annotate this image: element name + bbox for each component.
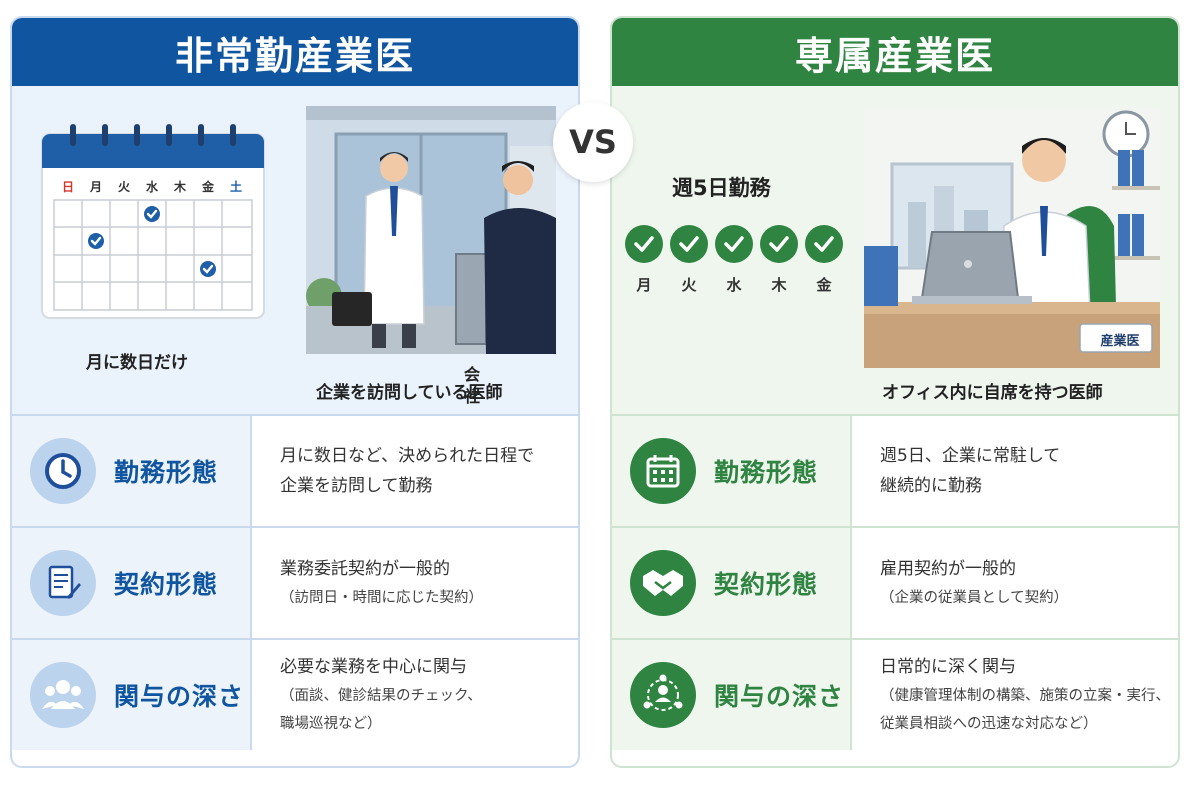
row-note: （企業の従業員として契約） [880, 590, 1069, 606]
row-involvement: 関与の深さ 必要な業務を中心に関与 （面談、健診結果のチェック、 職場巡視など） [12, 638, 578, 750]
row-label: 関与の深さ [114, 682, 245, 711]
row-description: 月に数日など、決められた日程で 企業を訪問して勤務 [280, 446, 535, 496]
weekday-mon: 月 [636, 276, 652, 294]
row-label: 勤務形態 [114, 458, 219, 487]
row-contract: 契約形態 業務委託契約が一般的 （訪問日・時間に応じた契約） [12, 526, 578, 638]
full-time-title: 専属産業医 [612, 18, 1178, 86]
weekday-thu: 木 [771, 276, 787, 294]
full-time-comparison-rows: 勤務形態 週5日、企業に常駐して 継続的に勤務 契約形態 雇用契約が一般的 （企… [612, 414, 1178, 750]
row-description: 必要な業務を中心に関与 [280, 657, 467, 677]
row-description: 日常的に深く関与 [880, 657, 1016, 677]
row-contract: 契約形態 雇用契約が一般的 （企業の従業員として契約） [612, 526, 1178, 638]
calendar-day-wed: 水 [145, 180, 158, 194]
row-note: （面談、健診結果のチェック、 職場巡視など） [280, 688, 482, 732]
clock-icon [30, 438, 96, 504]
calendar-day-mon: 月 [89, 180, 102, 194]
weekday-checks [625, 225, 843, 263]
handshake-icon [630, 550, 696, 616]
full-time-illustration: 週5日勤務 月 火 水 木 金 [612, 86, 1178, 414]
row-label: 勤務形態 [714, 458, 819, 487]
calendar-day-fri: 金 [201, 180, 214, 194]
calendar-day-thu: 木 [173, 180, 186, 194]
office-visit-illustration [306, 106, 556, 354]
row-description: 業務委託契約が一般的 [280, 559, 450, 579]
desk-caption: オフィス内に自席を持つ医師 [882, 383, 1103, 403]
calendar-caption: 月に数日だけ [86, 353, 188, 373]
weekday-fri: 金 [816, 276, 832, 294]
part-time-title: 非常勤産業医 [12, 18, 578, 86]
row-work-style: 勤務形態 週5日、企業に常駐して 継続的に勤務 [612, 414, 1178, 526]
row-label: 契約形態 [714, 570, 819, 599]
part-time-illustration: 日 月 火 水 木 金 土 月に数日だけ [12, 86, 578, 414]
row-label: 関与の深さ [714, 682, 845, 711]
network-icon [630, 662, 696, 728]
company-sign: 会 社 [464, 365, 481, 406]
part-time-comparison-rows: 勤務形態 月に数日など、決められた日程で 企業を訪問して勤務 契約形態 業務委託… [12, 414, 578, 750]
row-work-style: 勤務形態 月に数日など、決められた日程で 企業を訪問して勤務 [12, 414, 578, 526]
contract-icon [30, 550, 96, 616]
calendar-day-tue: 火 [117, 180, 130, 194]
row-description: 週5日、企業に常駐して 継続的に勤務 [880, 446, 1061, 496]
full-time-panel: 専属産業医 週5日勤務 月 火 水 木 金 [610, 16, 1180, 768]
row-description: 雇用契約が一般的 [880, 559, 1016, 579]
people-icon [30, 662, 96, 728]
weekday-wed: 水 [726, 276, 742, 294]
part-time-panel: 非常勤産業医 [10, 16, 580, 768]
office-desk-illustration [864, 106, 1160, 368]
visit-caption: 企業を訪問している医師 [316, 383, 503, 403]
calendar-icon [630, 438, 696, 504]
row-note: （健康管理体制の構築、施策の立案・実行、 従業員相談への迅速な対応など） [880, 688, 1170, 732]
row-involvement: 関与の深さ 日常的に深く関与 （健康管理体制の構築、施策の立案・実行、 従業員相… [612, 638, 1178, 750]
row-note: （訪問日・時間に応じた契約） [280, 590, 483, 606]
calendar-day-sun: 日 [61, 180, 74, 194]
calendar-illustration [41, 124, 265, 319]
calendar-day-sat: 土 [229, 180, 242, 194]
schedule-title: 週5日勤務 [672, 176, 771, 200]
weekday-tue: 火 [681, 276, 697, 294]
row-label: 契約形態 [114, 570, 219, 599]
vs-badge: VS [553, 102, 633, 182]
nameplate: 産業医 [1100, 334, 1140, 349]
